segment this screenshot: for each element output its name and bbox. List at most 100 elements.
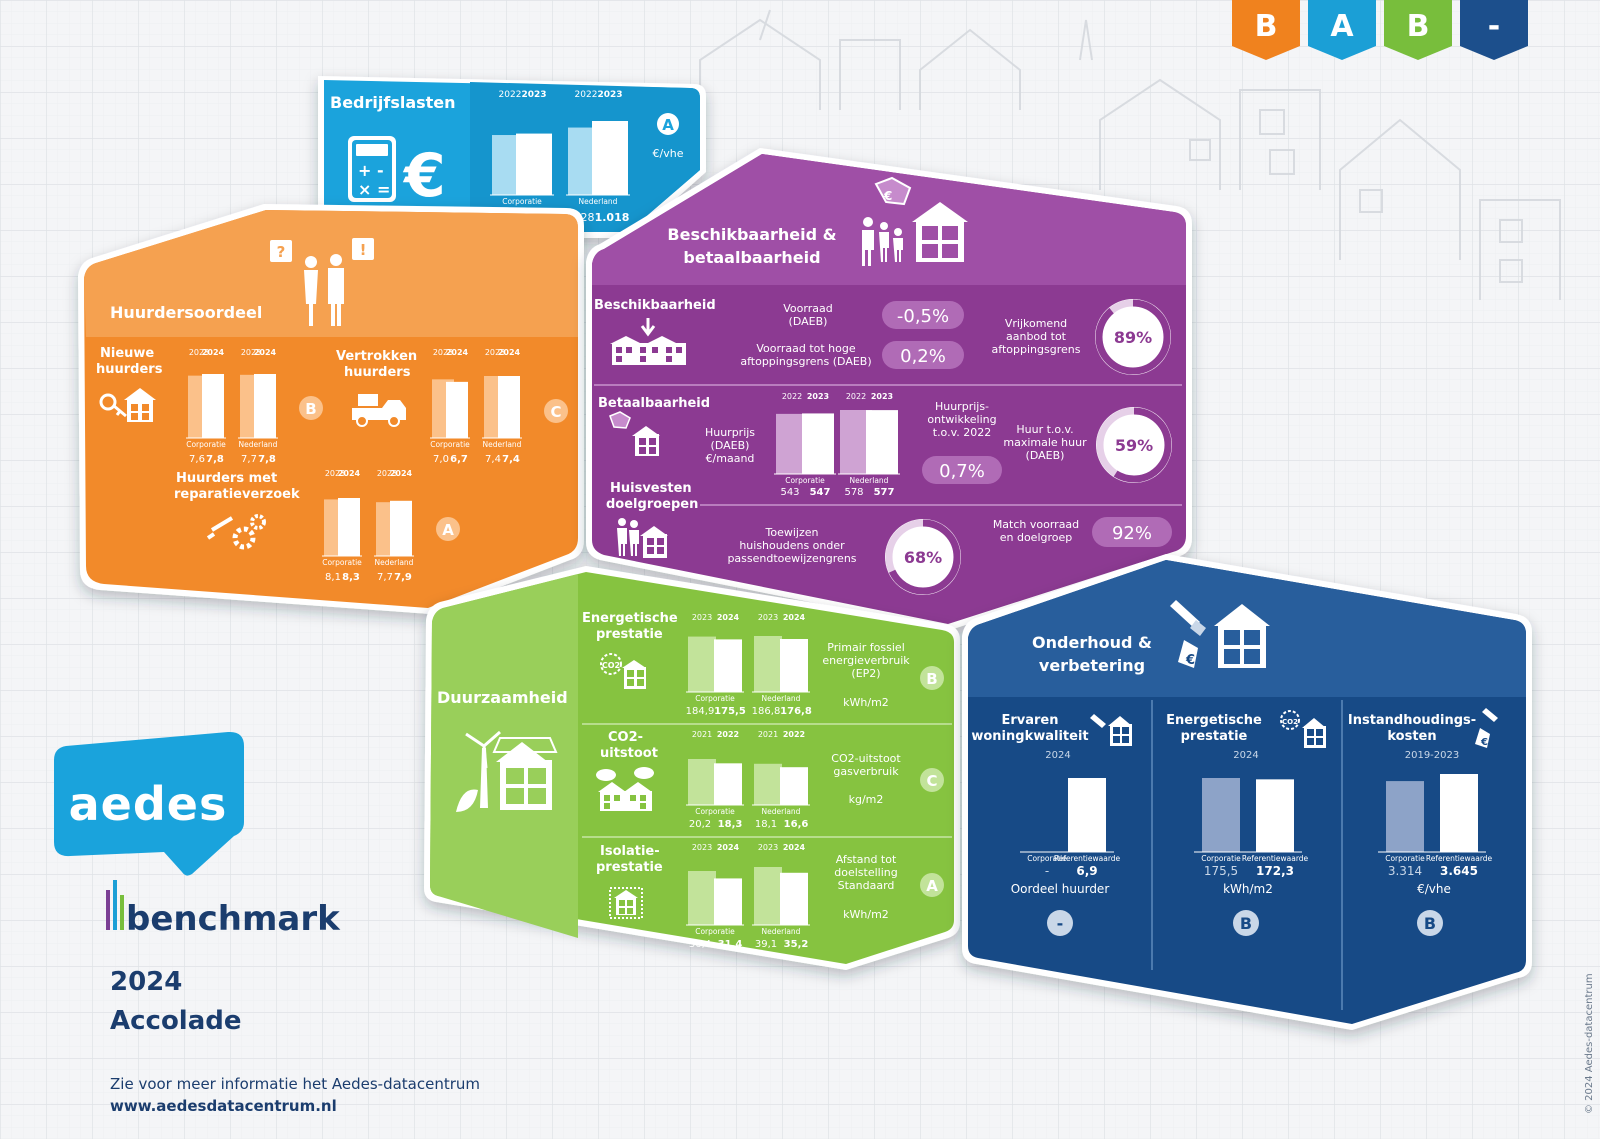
bar-corporatie-2024	[446, 381, 468, 438]
value-label: 1.018	[595, 211, 630, 224]
rating-flag	[1384, 0, 1452, 60]
rating-flag-letter: A	[1330, 9, 1354, 44]
bar-nederland-2024	[498, 376, 520, 438]
value-label: 3.645	[1440, 864, 1478, 878]
key-house-icon	[99, 388, 156, 422]
year-label: 2024	[390, 469, 413, 478]
kwaliteit-year: 2024	[1045, 750, 1070, 761]
instandhouding-title: Instandhoudings-kosten	[1348, 713, 1476, 744]
organization-name: Accolade	[110, 1006, 242, 1036]
year-label: 2023	[433, 348, 453, 357]
value-label: 35,2	[784, 939, 809, 950]
copyright: © 2024 Aedes-datacentrum	[1584, 973, 1595, 1114]
category-label: Corporatie	[1027, 854, 1067, 863]
match-value: 92%	[1112, 523, 1152, 544]
donut-value: 89%	[1114, 328, 1152, 347]
year-label: 2023	[485, 348, 505, 357]
year-label: 2024	[446, 348, 469, 357]
year-label: 2023	[241, 348, 261, 357]
category-label: Nederland	[579, 197, 618, 206]
value-label: 16,6	[784, 819, 809, 830]
year-label: 2023	[325, 469, 345, 478]
nieuwe-huurders-rating: B	[305, 400, 316, 418]
reparatie-chart: 20238,120248,3Corporatie20237,720247,9Ne…	[322, 469, 414, 583]
aedes-logo: aedes	[54, 731, 244, 876]
betaalbaarheid-subtitle: Betaalbaarheid	[598, 396, 710, 411]
maxhuur-label: Huur t.o.v.maximale huur(DAEB)	[1003, 423, 1087, 462]
value-label: 175,5	[1204, 864, 1238, 878]
value-label: 176,8	[780, 706, 812, 717]
brush-tag-icon: €	[1475, 708, 1498, 748]
donut-background	[885, 519, 961, 595]
bedrijfslasten-title: Bedrijfslasten	[330, 93, 456, 112]
value-label: 7,9	[394, 572, 412, 583]
insulation-house-icon	[609, 887, 643, 919]
svg-text:+ -: + -	[358, 161, 384, 180]
brush-house-small-icon	[1090, 714, 1132, 746]
calculator-icon: + - × =	[348, 136, 396, 202]
beschikbaarheid-panel: Beschikbaarheid &betaalbaarheid € Beschi…	[586, 148, 1192, 630]
value-label: 7,6	[189, 454, 205, 465]
svg-text:€: €	[1185, 653, 1195, 668]
ontwikkeling-pill	[922, 456, 1002, 484]
huurprijs-label: Huurprijs(DAEB)€/maand	[705, 426, 755, 465]
co2-chart: 202120,2202218,3Corporatie202118,1202216…	[686, 730, 810, 830]
value-label: -	[1045, 864, 1049, 878]
vertrokken-huurders-rating-badge: C	[544, 399, 568, 423]
category-label: Nederland	[762, 927, 801, 936]
bar-corporatie-2021	[688, 759, 716, 805]
energy-house-small-icon: CO2	[1280, 710, 1326, 748]
category-label: Nederland	[850, 476, 889, 485]
year-label: 2022	[717, 730, 739, 739]
category-label: Nederland	[483, 440, 522, 449]
category-label: Corporatie	[186, 440, 226, 449]
bar-corporatie-2023	[688, 636, 716, 692]
svg-text:CO2: CO2	[602, 661, 620, 670]
windmill-house-icon	[456, 730, 558, 812]
category-label: Corporatie	[502, 197, 542, 206]
category-label: Corporatie	[1201, 854, 1241, 863]
match-pill	[1092, 517, 1172, 547]
year-label: 2023	[692, 843, 712, 852]
onderhoud-energie-rating-badge: B	[1233, 910, 1259, 936]
onderhoud-energie-unit: kWh/m2	[1223, 882, 1273, 896]
year-label: 2022	[575, 90, 598, 100]
value-label: 7,8	[206, 454, 224, 465]
people-question-icon: ? !	[270, 238, 374, 326]
voorraad-hoog-value: 0,2%	[900, 346, 946, 367]
category-label: Corporatie	[430, 440, 470, 449]
energy-house-icon: CO2	[600, 653, 646, 689]
aedes-logo-text: aedes	[69, 777, 228, 831]
donut-arc	[1095, 299, 1171, 375]
bar-nederland-2024	[780, 872, 808, 925]
rating-flag	[1308, 0, 1376, 60]
datacentrum-link[interactable]: www.aedesdatacentrum.nl	[110, 1097, 337, 1115]
bar-referentiewaarde	[1068, 778, 1106, 852]
year-label: 2023	[758, 613, 778, 622]
bar-nederland-2023	[592, 121, 628, 195]
rating-flag-letter: -	[1488, 9, 1500, 44]
voorraad-pill	[882, 301, 964, 329]
bar-corporatie-2023	[802, 413, 834, 474]
bedrijfslasten-unit: €/vhe	[653, 147, 684, 160]
bar-nederland-2021	[754, 763, 782, 805]
year-label: 2024	[338, 469, 361, 478]
energie-rating: B	[926, 670, 937, 688]
brush-house-icon: €	[1170, 600, 1270, 668]
kwaliteit-unit: Oordeel huurder	[1011, 882, 1110, 896]
vrijkomend-donut: 89%	[1095, 299, 1171, 375]
category-label: Nederland	[375, 558, 414, 567]
value-label: 20,2	[689, 819, 711, 830]
co2-rating-badge: C	[920, 768, 944, 792]
